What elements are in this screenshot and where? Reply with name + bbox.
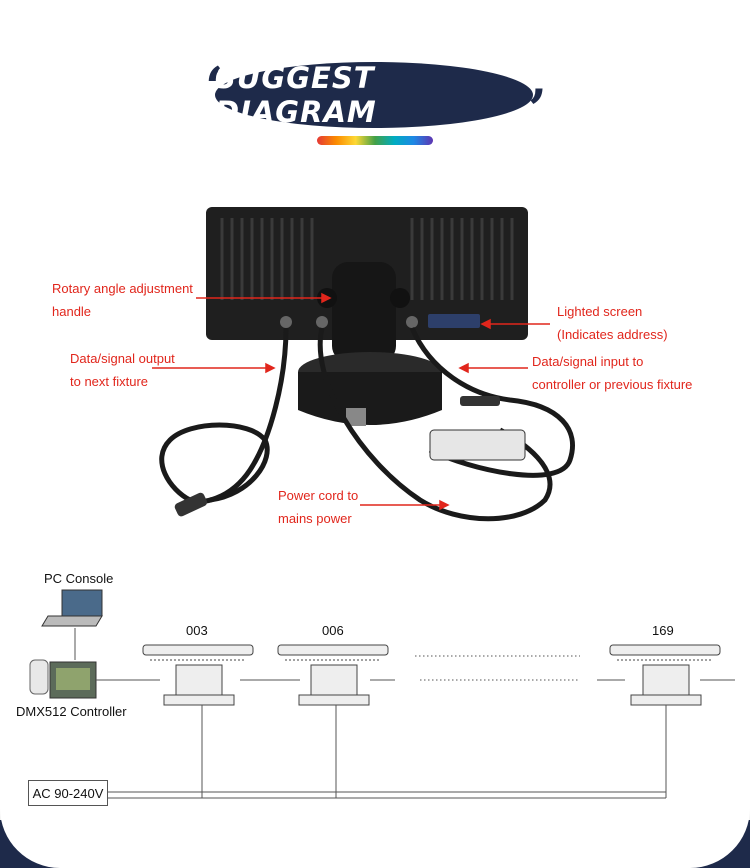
screen-annotation: Lighted screen (Indicates address)	[557, 304, 668, 342]
controller-label: DMX512 Controller	[16, 704, 127, 719]
fixture-label-006: 006	[322, 623, 344, 638]
pc-console-label: PC Console	[44, 571, 114, 586]
input-annotation: Data/signal input to controller or previ…	[532, 354, 693, 392]
lighted-screen	[428, 314, 480, 328]
fixture-label-169: 169	[652, 623, 674, 638]
ac-power-label: AC 90-240V	[32, 785, 104, 801]
title-banner: SUGGEST DIAGRAM	[215, 61, 533, 129]
fixture-base	[298, 372, 442, 425]
output-annotation: Data/signal output to next fixture	[70, 351, 175, 389]
page-title: SUGGEST DIAGRAM	[215, 61, 377, 129]
rotary-annotation: Rotary angle adjustment handle	[52, 281, 193, 319]
power-annotation: Power cord to mains power	[278, 488, 359, 526]
fixture-003	[142, 644, 254, 706]
bracket	[332, 262, 396, 362]
heatsink-fins	[220, 218, 514, 300]
fixture-label-003: 003	[186, 623, 208, 638]
fixture-169	[609, 644, 721, 706]
pc-console-icon	[61, 589, 103, 617]
annotation-arrows	[152, 292, 550, 511]
ac-power-box: AC 90-240V	[28, 780, 108, 806]
remote-icon	[29, 659, 49, 695]
fixture-006	[277, 644, 389, 706]
close-quote: ’	[528, 77, 547, 141]
rainbow-divider	[317, 136, 433, 145]
wiring-schematic	[29, 589, 735, 799]
